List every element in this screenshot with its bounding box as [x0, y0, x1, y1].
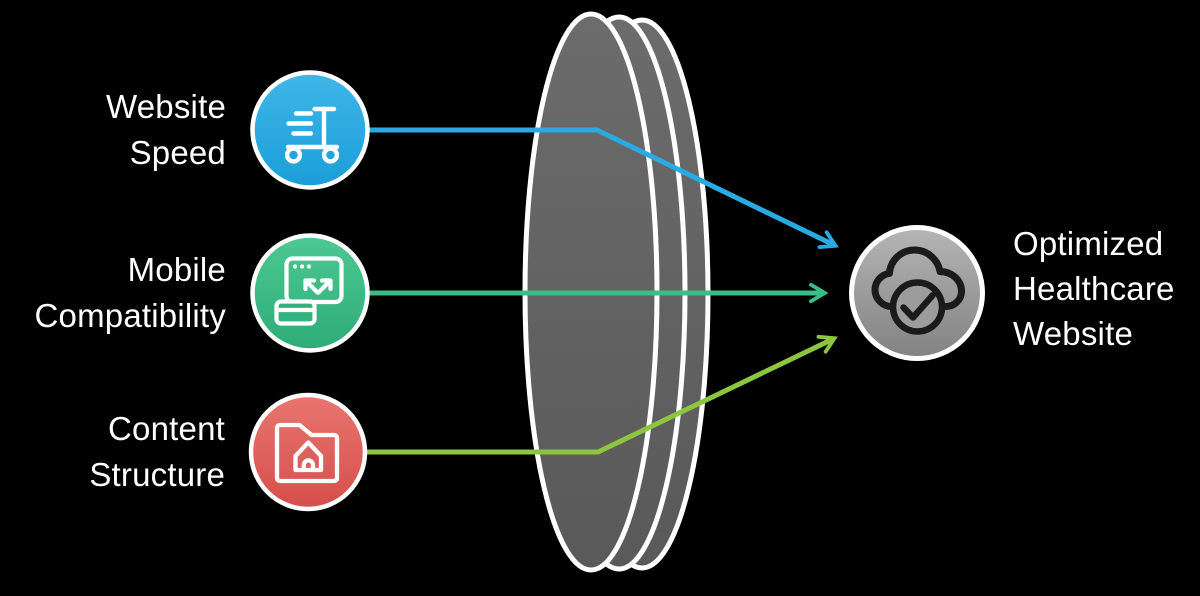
label-line: Content	[108, 410, 225, 447]
content-structure-badge	[246, 390, 370, 519]
website-speed-badge	[248, 68, 372, 197]
input-label-website-speed: Website Speed	[0, 84, 226, 176]
scooter-icon	[250, 70, 370, 190]
label-line: Speed	[129, 134, 226, 171]
optimized-website-badge	[846, 222, 988, 369]
responsive-browser-icon	[250, 233, 370, 353]
output-label-optimized-healthcare-website: Optimized Healthcare Website	[1013, 221, 1200, 356]
label-line: Website	[105, 88, 226, 125]
cloud-check-icon	[849, 225, 985, 361]
arrow-content-structure	[364, 334, 838, 455]
arrow-website-speed	[368, 127, 839, 250]
label-line: Healthcare	[1013, 270, 1175, 307]
label-line: Structure	[89, 456, 225, 493]
input-label-mobile-compatibility: Mobile Compatibility	[0, 247, 226, 339]
label-line: Compatibility	[34, 297, 226, 334]
label-line: Mobile	[127, 251, 226, 288]
folder-home-icon	[248, 392, 368, 512]
label-line: Website	[1013, 315, 1134, 352]
label-line: Optimized	[1013, 225, 1164, 262]
mobile-compatibility-badge	[248, 231, 372, 360]
input-label-content-structure: Content Structure	[0, 406, 225, 498]
